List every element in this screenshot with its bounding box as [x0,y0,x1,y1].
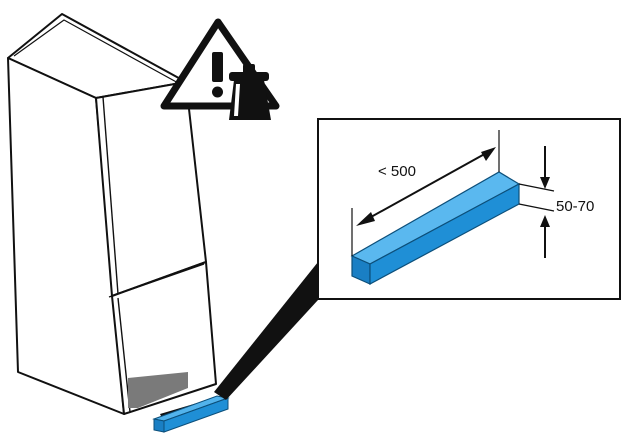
length-dimension-arrow [356,147,496,226]
fridge-upper-door [95,81,207,297]
spacer-block-small [152,395,230,433]
length-label: < 500 [378,163,416,180]
length-extension-lines [351,130,500,256]
weight-icon [229,64,271,120]
spacer-small-side [163,397,229,433]
spacer-small-front [153,418,165,433]
height-extension-lines [518,183,555,212]
fridge-freezer [7,13,217,415]
fridge-top-bevel [13,19,181,85]
callout-connector [214,262,318,400]
spacer-block-detail [350,171,521,286]
height-label: 50-70 [556,198,594,215]
height-dimension-arrows [540,146,550,258]
freezer-lower-door [111,261,217,415]
floor-shadow [128,372,188,408]
